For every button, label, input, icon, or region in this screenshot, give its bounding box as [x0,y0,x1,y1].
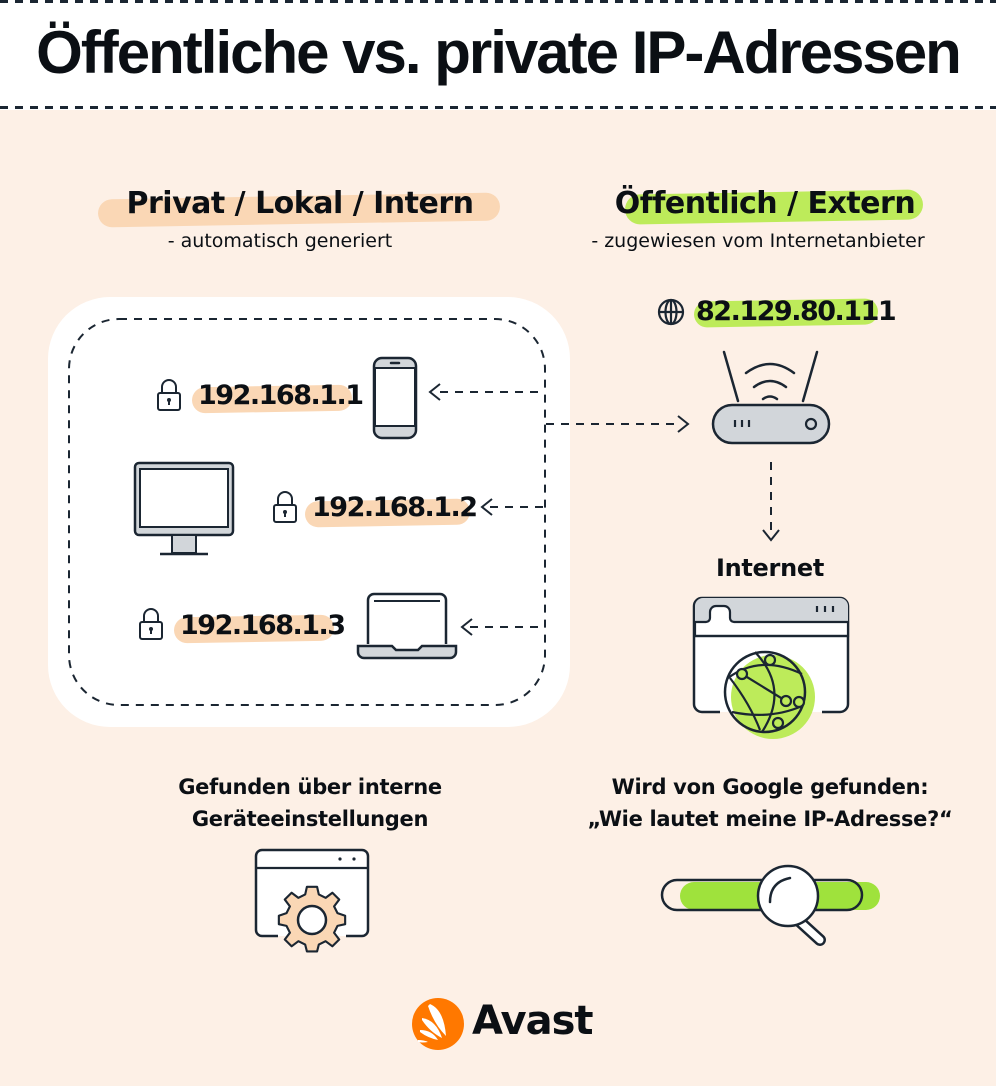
bottom-dashed-border [0,106,996,109]
laptop-icon [356,592,458,660]
private-heading: Privat / Lokal / Intern [126,186,474,221]
lock-icon [157,379,181,411]
public-caption-line1: Wird von Google gefunden: [611,775,929,799]
internet-label: Internet [715,554,825,582]
device-ip-2: 192.168.1.2 [312,492,478,523]
search-bar-magnifier-icon [660,864,880,946]
globe-icon [657,298,685,326]
private-subheading: - automatisch generiert [167,230,393,252]
browser-globe-icon [692,596,850,739]
avast-logo-icon [412,998,464,1050]
local-network-dashed-border [68,318,546,706]
public-ip: 82.129.80.111 [696,296,897,327]
brand-name: Avast [472,998,594,1044]
lock-icon [273,491,297,523]
top-dashed-border [0,0,996,3]
desktop-monitor-icon [133,461,235,556]
private-caption-line2: Geräteeinstellungen [191,807,429,831]
device-ip-3: 192.168.1.3 [180,610,346,641]
public-caption-line2: „Wie lautet meine IP-Adresse?“ [587,807,953,831]
public-heading: Öffentlich / Extern [614,186,916,221]
settings-window-gear-icon [254,848,370,953]
public-subheading: - zugewiesen vom Internetanbieter [591,230,925,252]
smartphone-icon [372,356,418,440]
lock-icon [139,608,163,640]
device-ip-1: 192.168.1.1 [198,380,364,411]
wifi-router-icon [711,350,831,445]
title-banner: Öffentliche vs. private IP-Adressen [0,0,996,110]
private-caption-line1: Gefunden über interne [178,775,442,799]
page-title: Öffentliche vs. private IP-Adressen [36,19,962,86]
